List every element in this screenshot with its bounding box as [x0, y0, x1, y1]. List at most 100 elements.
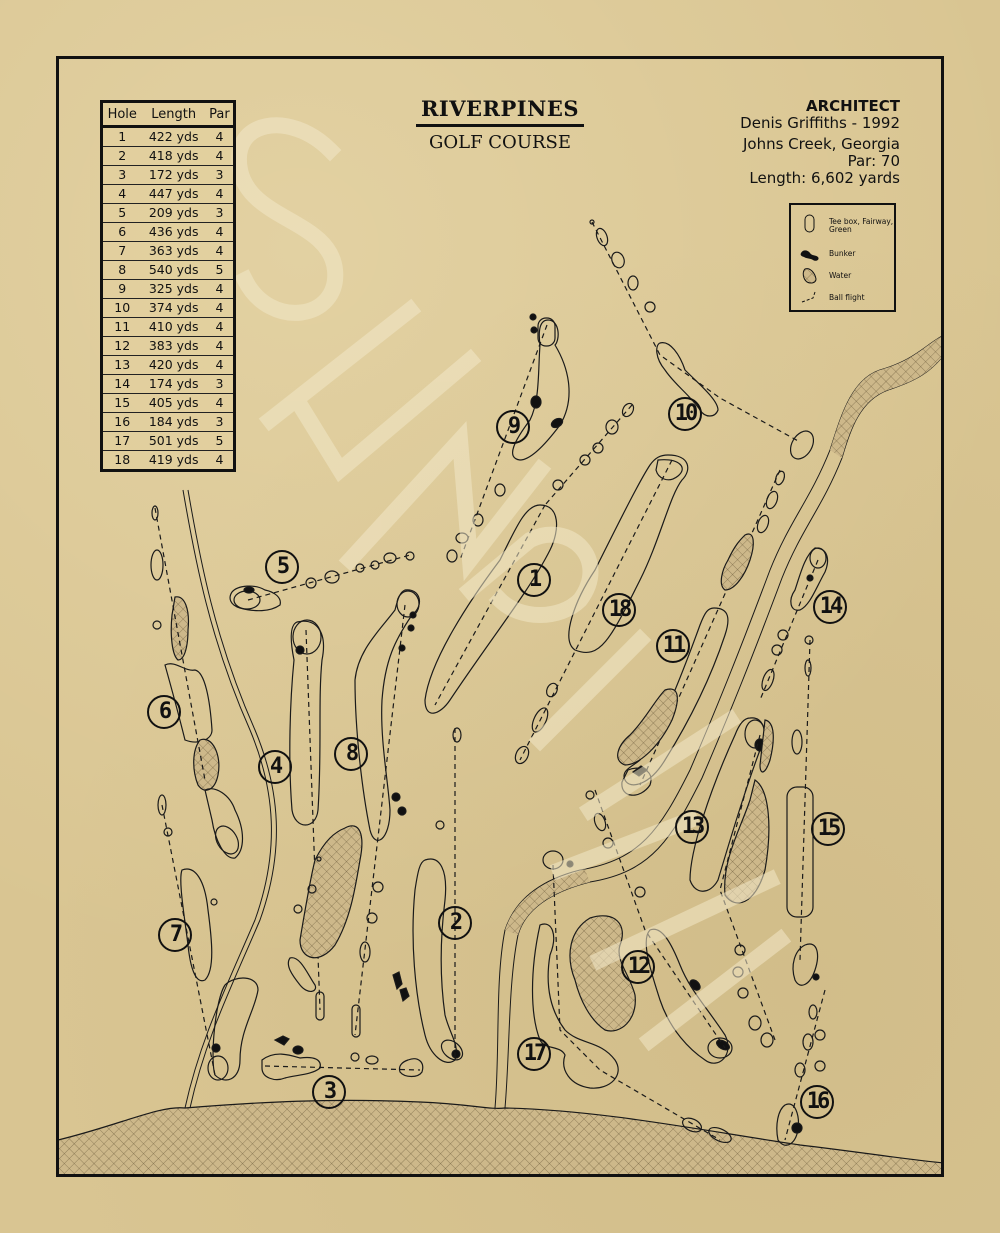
hole-marker-6: 6 [147, 695, 181, 729]
hole-length: 419 yds [141, 450, 206, 471]
hole-par: 4 [205, 146, 235, 166]
hole-marker-16: 16 [800, 1085, 834, 1119]
hole-par: 3 [205, 412, 235, 432]
location: Johns Creek, Georgia [742, 135, 900, 153]
hole-par: 4 [205, 222, 235, 242]
legend-label-tee: Tee box, Fairway, Green [829, 217, 894, 234]
header-hole: Hole [101, 101, 142, 128]
legend-icons [800, 214, 819, 303]
hole-length: 184 yds [141, 412, 206, 432]
hole-marker-13: 13 [675, 810, 709, 844]
hole-length: 436 yds [141, 222, 206, 242]
hole-number: 6 [101, 222, 142, 242]
hole-number: 2 [101, 146, 142, 166]
hole-marker-14: 14 [813, 590, 847, 624]
hole-par: 4 [205, 450, 235, 471]
hole-par: 4 [205, 336, 235, 356]
title-line1: RIVERPINES [420, 96, 579, 121]
hole-number: 18 [101, 450, 142, 471]
hole-length: 172 yds [141, 165, 206, 185]
hole-marker-15: 15 [811, 812, 845, 846]
hole-par: 3 [205, 203, 235, 223]
hole-marker-4: 4 [258, 750, 292, 784]
bunker-icon [800, 250, 819, 261]
header-par: Par [205, 101, 235, 128]
hole-par: 4 [205, 355, 235, 375]
hole-marker-1: 1 [517, 563, 551, 597]
hole-length: 383 yds [141, 336, 206, 356]
hole-number: 3 [101, 165, 142, 185]
hole-marker-10: 10 [668, 397, 702, 431]
legend-label-ball-flight: Ball flight [829, 293, 865, 302]
hole-number: 1 [101, 126, 142, 147]
hole-marker-7: 7 [158, 918, 192, 952]
hole-number: 9 [101, 279, 142, 299]
hole-length: 420 yds [141, 355, 206, 375]
hole-par: 4 [205, 393, 235, 413]
hole-length: 209 yds [141, 203, 206, 223]
hole-number: 15 [101, 393, 142, 413]
hole-marker-8: 8 [334, 737, 368, 771]
course-par: Par: 70 [847, 152, 900, 170]
hole-length: 363 yds [141, 241, 206, 261]
scorecard-header-row: Hole Length Par [101, 101, 235, 128]
water-icon [802, 268, 817, 284]
hole-par: 4 [205, 241, 235, 261]
hole-marker-2: 2 [438, 906, 472, 940]
hole-number: 10 [101, 298, 142, 318]
map-frame [56, 56, 944, 1177]
architect-heading: ARCHITECT [805, 97, 900, 115]
hole-marker-11: 11 [656, 629, 690, 663]
hole-number: 16 [101, 412, 142, 432]
hole-par: 4 [205, 298, 235, 318]
hole-length: 422 yds [141, 126, 206, 147]
hole-number: 5 [101, 203, 142, 223]
hole-par: 4 [205, 317, 235, 337]
hole-marker-18: 18 [602, 593, 636, 627]
hole-marker-12: 12 [621, 950, 655, 984]
hole-length: 418 yds [141, 146, 206, 166]
course-info: ARCHITECT Denis Griffiths - 1992 Johns C… [740, 98, 900, 187]
hole-length: 540 yds [141, 260, 206, 280]
hole-marker-17: 17 [517, 1037, 551, 1071]
hole-length: 410 yds [141, 317, 206, 337]
hole-marker-3: 3 [312, 1075, 346, 1109]
hole-number: 17 [101, 431, 142, 451]
header-length: Length [141, 101, 206, 128]
ball-flight-icon [801, 291, 816, 303]
title-line2: GOLF COURSE [428, 131, 572, 153]
hole-number: 8 [101, 260, 142, 280]
hole-number: 13 [101, 355, 142, 375]
title-rule [416, 124, 584, 127]
hole-length: 447 yds [141, 184, 206, 204]
course-title: RIVERPINES GOLF COURSE [400, 96, 600, 154]
hole-par: 3 [205, 165, 235, 185]
hole-par: 4 [205, 126, 235, 147]
hole-marker-9: 9 [496, 410, 530, 444]
hole-length: 174 yds [141, 374, 206, 394]
hole-number: 4 [101, 184, 142, 204]
hole-number: 11 [101, 317, 142, 337]
hole-par: 5 [205, 260, 235, 280]
hole-par: 3 [205, 374, 235, 394]
map-legend: Tee box, Fairway, Green Bunker Water Bal… [789, 203, 896, 312]
architect-name: Denis Griffiths - 1992 [740, 114, 900, 132]
